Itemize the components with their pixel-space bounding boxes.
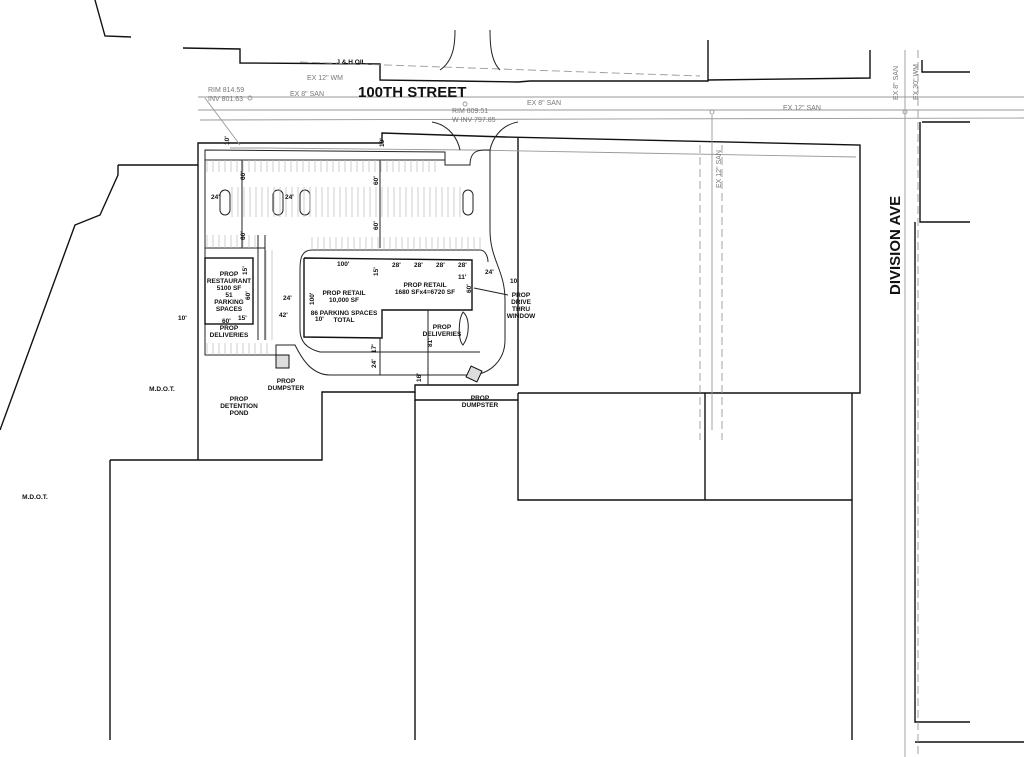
- mdot-label: M.D.O.T.: [149, 386, 175, 393]
- dimension-label: 60': [240, 171, 247, 180]
- restaurant-label: 5100 SF: [217, 285, 242, 292]
- dumpster-label: PROP: [277, 378, 296, 385]
- detention-label: POND: [230, 410, 249, 417]
- dimension-label: 15': [242, 266, 249, 275]
- restaurant-label: SPACES: [216, 306, 243, 313]
- prop-retail-building: [303, 257, 473, 339]
- dimension-label: 100': [337, 261, 350, 268]
- util-label: EX 12" SAN: [783, 105, 821, 112]
- dimension-label: 60': [240, 231, 247, 240]
- dumpster-2: [465, 365, 483, 383]
- dimension-label: 28': [436, 262, 445, 269]
- util-label: W INV 797.85: [452, 117, 496, 124]
- street-label-100th: 100TH STREET: [358, 84, 466, 101]
- util-label: EX 8" SAN: [527, 100, 561, 107]
- restaurant-label: PARKING: [214, 299, 244, 306]
- utility-labels: EX 12" WM EX 8" SAN EX 8" SAN EX 12" SAN…: [208, 64, 920, 188]
- deliveries-label: PROP: [220, 325, 239, 332]
- deliveries-label: PROP: [433, 324, 452, 331]
- restaurant-label: 51: [225, 292, 233, 299]
- dimension-label: 100': [309, 292, 316, 305]
- dimension-label: 60': [222, 318, 231, 325]
- util-label: EX 8" SAN: [893, 66, 900, 100]
- buildings: [204, 257, 483, 383]
- dimension-label: 10': [510, 278, 519, 285]
- dimension-label: 60': [373, 221, 380, 230]
- dimension-label: 24': [285, 194, 294, 201]
- parking-total-label: TOTAL: [333, 317, 354, 324]
- util-label: EX 30" WM: [913, 64, 920, 100]
- neighbor-label: J & H OIL: [336, 59, 365, 66]
- mdot-label: M.D.O.T.: [22, 494, 48, 501]
- deliveries-label: DELIVERIES: [210, 332, 249, 339]
- retail-label: PROP RETAIL: [322, 290, 365, 297]
- restaurant-label: RESTAURANT: [207, 278, 251, 285]
- retail-label: 10,000 SF: [329, 297, 359, 304]
- parking-lot: [204, 149, 506, 376]
- restaurant-label: PROP: [220, 271, 239, 278]
- street-lines: [198, 29, 1024, 757]
- retail-strip-label: 1680 SFx4=6720 SF: [395, 289, 455, 296]
- dumpster-label: DUMPSTER: [462, 402, 499, 409]
- dimension-label: 10': [224, 136, 231, 145]
- prop-restaurant-building: [204, 257, 254, 325]
- detention-label: DETENTION: [220, 403, 258, 410]
- detention-label: PROP: [230, 396, 249, 403]
- dimension-label: 10': [315, 316, 324, 323]
- dimension-label: 60': [245, 291, 252, 300]
- dimension-label: 42': [279, 312, 288, 319]
- parking-total-label: 86 PARKING SPACES: [311, 310, 378, 317]
- dumpster-label: PROP: [471, 395, 490, 402]
- util-label: RIM 809.51: [452, 108, 488, 115]
- drive-thru-label: DRIVE: [511, 299, 532, 306]
- dimension-label: 16': [416, 373, 423, 382]
- retail-strip-label: PROP RETAIL: [403, 282, 446, 289]
- drive-thru-label: PROP: [512, 292, 531, 299]
- util-label: RIM 814.59: [208, 87, 244, 94]
- util-label: INV 801.63: [208, 96, 243, 103]
- street-label-division: DIVISION AVE: [887, 196, 904, 295]
- dimension-lines: [241, 160, 429, 385]
- dimension-label: 10': [379, 138, 386, 147]
- dimension-label: 11': [458, 274, 467, 281]
- util-label: EX 12" WM: [307, 75, 343, 82]
- dimension-label: 15': [373, 267, 380, 276]
- dimension-label: 28': [392, 262, 401, 269]
- dimension-label: 28': [414, 262, 423, 269]
- dimension-label: 60': [466, 284, 473, 293]
- util-label: EX 12" SAN: [716, 150, 723, 188]
- drive-thru-label: THRU: [512, 306, 530, 313]
- dimension-label: 10': [178, 315, 187, 322]
- dimension-labels: 10' 10' 60' 60' 60' 60' 24' 24' 24' 24' …: [178, 136, 519, 382]
- deliveries-label: DELIVERIES: [423, 331, 462, 338]
- dimension-label: 24': [371, 359, 378, 368]
- dimension-label: 60': [373, 176, 380, 185]
- dumpster-1: [275, 354, 290, 369]
- dimension-label: 17': [371, 344, 378, 353]
- dimension-label: 81': [427, 338, 434, 347]
- dimension-label: 24': [211, 194, 220, 201]
- dimension-label: 24': [485, 269, 494, 276]
- util-label: EX 8" SAN: [290, 91, 324, 98]
- dimension-label: 24': [283, 295, 292, 302]
- dumpster-label: DUMPSTER: [268, 385, 305, 392]
- dimension-label: 15': [238, 315, 247, 322]
- drive-thru-label: WINDOW: [507, 313, 536, 320]
- dimension-label: 28': [458, 262, 467, 269]
